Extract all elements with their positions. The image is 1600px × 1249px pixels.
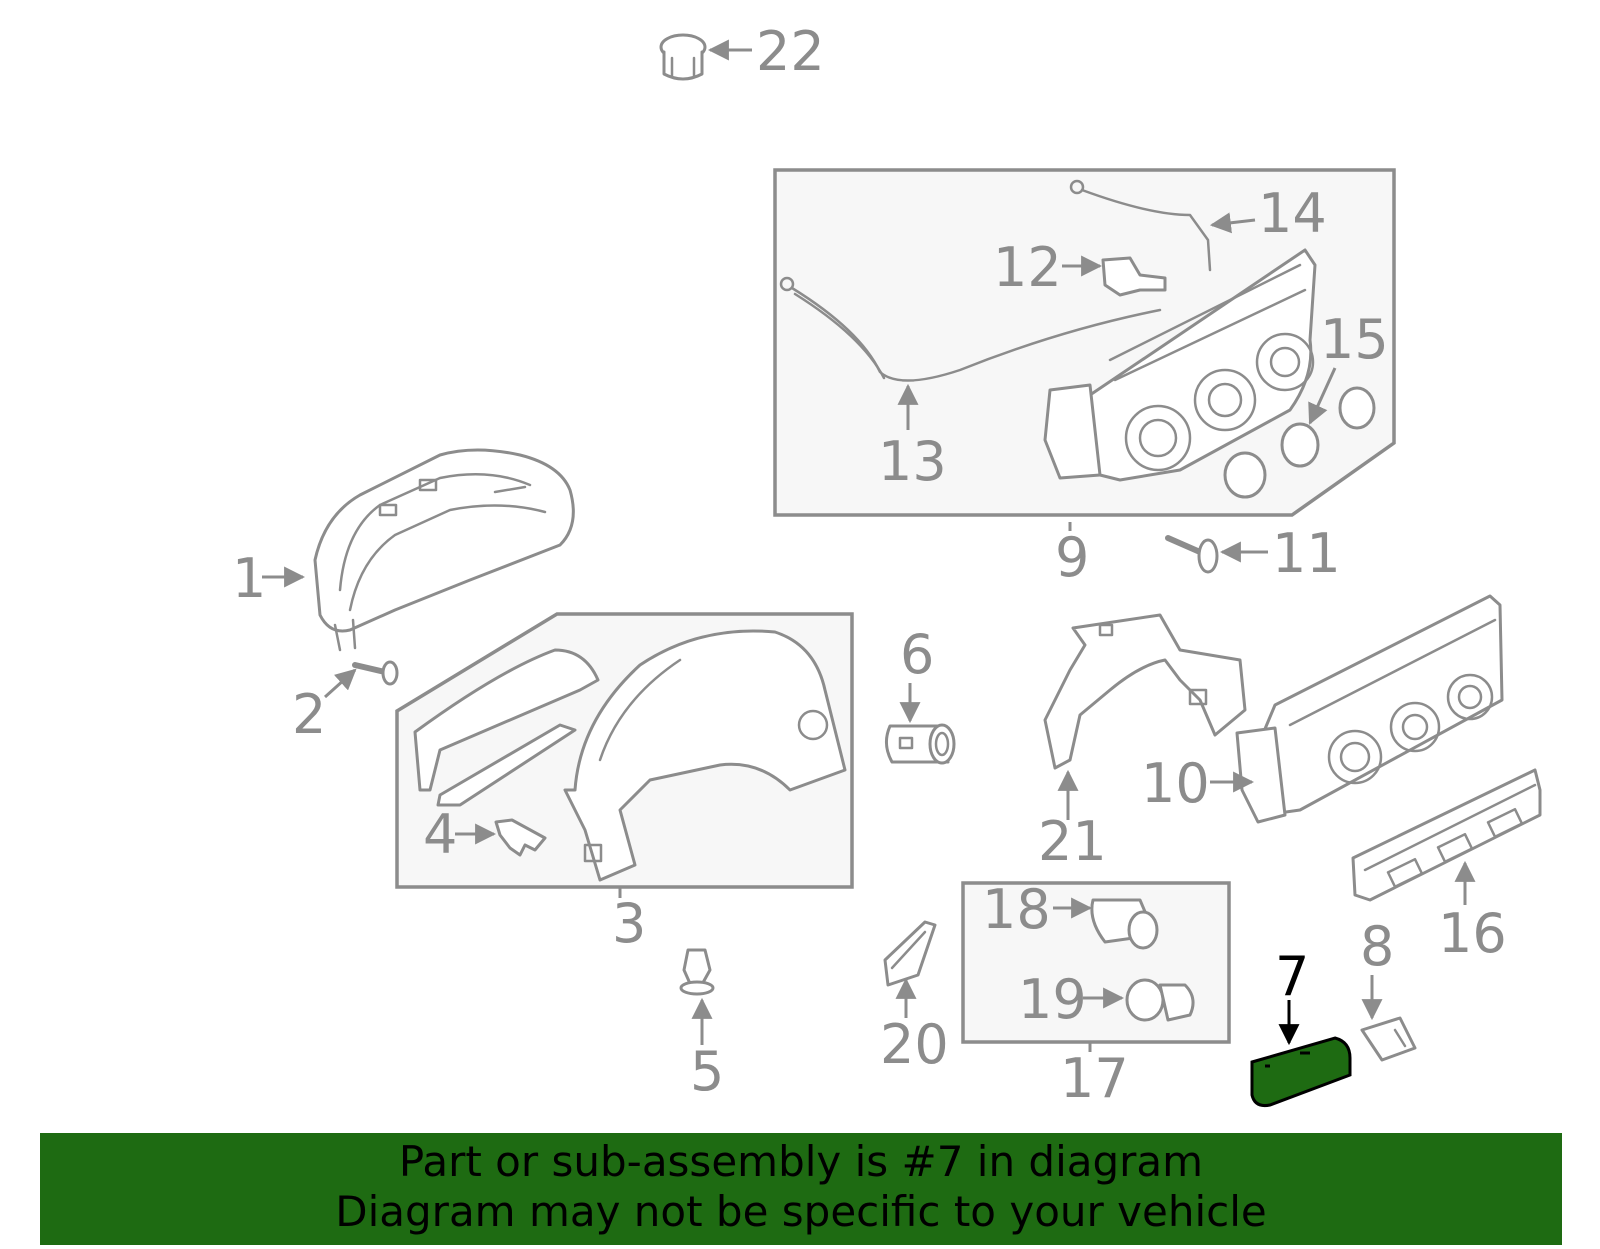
part-7-switch[interactable]	[1250, 1036, 1352, 1107]
callout-15: 15	[1320, 308, 1389, 371]
callout-1: 1	[232, 547, 266, 610]
part-13-cable[interactable]	[779, 276, 1162, 382]
callout-6: 6	[900, 623, 934, 686]
callout-5: 5	[690, 1040, 724, 1103]
callout-22: 22	[756, 20, 825, 83]
callout-12: 12	[993, 236, 1062, 299]
callout-10: 10	[1141, 752, 1210, 815]
footer-line-part-info: Part or sub-assembly is #7 in diagram	[398, 1137, 1204, 1186]
callout-7: 7	[1275, 945, 1309, 1008]
part-11-bolt[interactable]	[1165, 535, 1219, 574]
part-19-cap[interactable]	[1125, 978, 1195, 1022]
part-21-bracket[interactable]	[1043, 613, 1247, 770]
part-10-control-panel[interactable]	[1235, 594, 1504, 824]
callout-2: 2	[292, 683, 326, 746]
callout-16: 16	[1438, 902, 1507, 965]
part-20-cover[interactable]	[883, 920, 937, 987]
callout-18: 18	[982, 878, 1051, 941]
footer-line-disclaimer: Diagram may not be specific to your vehi…	[335, 1187, 1267, 1236]
callout-4: 4	[423, 803, 457, 866]
part-12-actuator[interactable]	[1101, 256, 1167, 297]
footer-banner: Part or sub-assembly is #7 in diagram Di…	[40, 1133, 1562, 1245]
part-22-grommet[interactable]	[659, 33, 707, 81]
callout-3: 3	[612, 892, 646, 955]
callout-17: 17	[1060, 1047, 1129, 1110]
part-8-small-switch[interactable]	[1360, 1016, 1417, 1062]
callout-21: 21	[1038, 810, 1107, 873]
callout-8: 8	[1360, 915, 1394, 978]
callout-13: 13	[878, 430, 947, 493]
part-1-instrument-cluster[interactable]	[313, 448, 575, 652]
callout-20: 20	[880, 1013, 949, 1076]
callout-19: 19	[1018, 968, 1087, 1031]
part-2-screw[interactable]	[352, 660, 399, 686]
part-3-cluster-bezel[interactable]	[413, 629, 847, 882]
part-4-clip[interactable]	[494, 818, 547, 857]
part-15-knob[interactable]	[1223, 386, 1376, 499]
part-5-push-pin[interactable]	[679, 948, 715, 996]
part-14-cable[interactable]	[1069, 179, 1212, 272]
part-9-climate-control-assembly[interactable]	[1043, 248, 1317, 482]
part-16-switch-panel[interactable]	[1351, 768, 1542, 902]
callout-11: 11	[1272, 522, 1341, 585]
callout-9: 9	[1055, 526, 1089, 589]
callout-14: 14	[1258, 182, 1327, 245]
part-6-socket[interactable]	[885, 723, 956, 765]
